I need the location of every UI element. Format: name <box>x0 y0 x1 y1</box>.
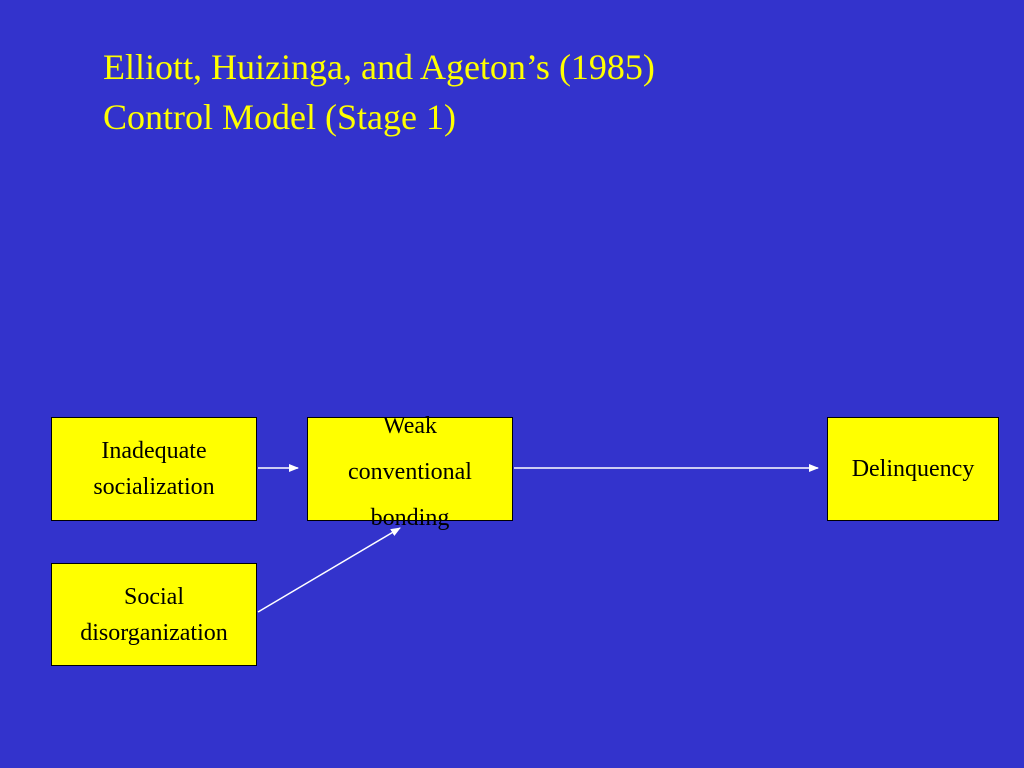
arrow-social-to-weak <box>257 527 401 613</box>
node-label-line-2: socialization <box>93 474 215 500</box>
title-line-1: Elliott, Huizinga, and Ageton’s (1985) <box>103 47 655 87</box>
node-social-disorganization: Social disorganization <box>51 563 257 666</box>
node-label-line-1: Social <box>124 583 184 610</box>
node-label-line-1: Weak <box>382 413 438 439</box>
node-inadequate-socialization: Inadequate socialization <box>51 417 257 521</box>
node-delinquency: Delinquency <box>827 417 999 521</box>
node-label-line-2: disorganization <box>80 619 228 646</box>
node-label-line-2: conventional <box>348 459 472 485</box>
node-weak-conventional-bonding: Weak conventional bonding <box>307 413 513 531</box>
node-label-line-3: bonding <box>370 505 450 531</box>
slide-title: Elliott, Huizinga, and Ageton’s (1985) C… <box>103 42 655 142</box>
title-line-2: Control Model (Stage 1) <box>103 97 456 137</box>
node-label-line-1: Inadequate <box>101 438 207 464</box>
node-label-line-1: Delinquency <box>851 456 975 482</box>
